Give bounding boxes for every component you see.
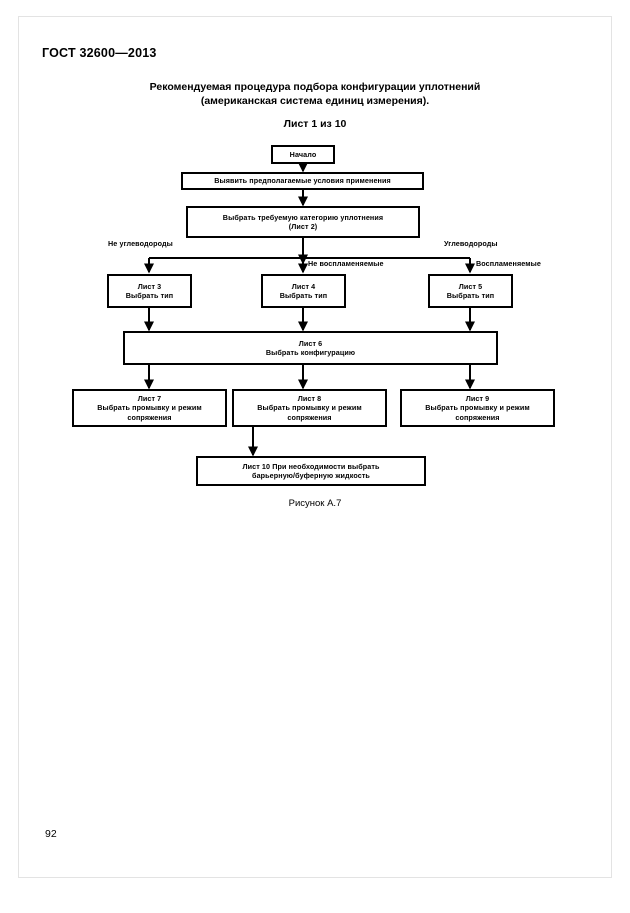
figure-caption: Рисунок А.7 bbox=[288, 498, 342, 509]
node-select-category[interactable]: Выбрать требуемую категорию уплотнения (… bbox=[186, 206, 420, 238]
node-sheet-3[interactable]: Лист 3 Выбрать тип bbox=[107, 274, 192, 308]
node-sheet-9-line-1: Лист 9 bbox=[465, 393, 490, 403]
node-sheet-6-line-1: Лист 6 bbox=[298, 338, 323, 348]
node-sheet-7-line-3: сопряжения bbox=[127, 412, 172, 422]
node-sheet-3-line-1: Лист 3 bbox=[137, 281, 162, 291]
node-sheet-6-line-2: Выбрать конфигурацию bbox=[265, 348, 356, 357]
node-sheet-8[interactable]: Лист 8 Выбрать промывку и режим сопряжен… bbox=[232, 389, 387, 427]
node-start[interactable]: Начало bbox=[271, 145, 335, 164]
figure-title: Рекомендуемая процедура подбора конфигур… bbox=[0, 80, 630, 108]
node-sheet-9-line-3: сопряжения bbox=[455, 412, 500, 422]
page-number: 92 bbox=[45, 828, 57, 840]
node-sheet-10-line-1: Лист 10 При необходимости выбрать bbox=[242, 461, 380, 471]
node-start-label: Начало bbox=[289, 149, 317, 159]
figure-title-line-2: (американская система единиц измерения). bbox=[200, 95, 430, 107]
node-sheet-9[interactable]: Лист 9 Выбрать промывку и режим сопряжен… bbox=[400, 389, 555, 427]
figure-sheet-label: Лист 1 из 10 bbox=[283, 118, 347, 130]
flowchart: Начало Выявить предполагаемые условия пр… bbox=[72, 145, 555, 486]
standard-header: ГОСТ 32600—2013 bbox=[42, 46, 157, 60]
node-sheet-10-line-2: барьерную/буферную жидкость bbox=[252, 471, 370, 480]
node-sheet-4-line-1: Лист 4 bbox=[291, 281, 316, 291]
node-sheet-5-line-1: Лист 5 bbox=[458, 281, 483, 291]
node-sheet-7-line-1: Лист 7 bbox=[137, 393, 162, 403]
node-sheet-8-line-1: Лист 8 bbox=[297, 393, 322, 403]
node-select-category-line-1: Выбрать требуемую категорию уплотнения bbox=[222, 212, 384, 222]
edge-label-non-flammable: Не воспламеняемые bbox=[308, 259, 384, 268]
node-sheet-5-line-2: Выбрать тип bbox=[446, 291, 495, 300]
node-identify-conditions-label: Выявить предполагаемые условия применени… bbox=[214, 176, 391, 186]
node-sheet-6[interactable]: Лист 6 Выбрать конфигурацию bbox=[123, 331, 498, 365]
node-identify-conditions[interactable]: Выявить предполагаемые условия применени… bbox=[181, 172, 424, 190]
edge-label-flammable: Воспламеняемые bbox=[476, 259, 541, 268]
node-select-category-line-2: (Лист 2) bbox=[288, 222, 318, 231]
node-sheet-3-line-2: Выбрать тип bbox=[125, 291, 174, 300]
figure-title-line-1: Рекомендуемая процедура подбора конфигур… bbox=[149, 81, 481, 93]
edge-label-hydrocarbons: Углеводороды bbox=[444, 239, 498, 248]
edge-label-non-hydrocarbons: Не углеводороды bbox=[108, 239, 173, 248]
node-sheet-8-line-3: сопряжения bbox=[287, 412, 332, 422]
node-sheet-10[interactable]: Лист 10 При необходимости выбрать барьер… bbox=[196, 456, 426, 486]
node-sheet-9-line-2: Выбрать промывку и режим bbox=[425, 403, 530, 413]
node-sheet-7-line-2: Выбрать промывку и режим bbox=[97, 403, 202, 413]
node-sheet-7[interactable]: Лист 7 Выбрать промывку и режим сопряжен… bbox=[72, 389, 227, 427]
node-sheet-4[interactable]: Лист 4 Выбрать тип bbox=[261, 274, 346, 308]
node-sheet-5[interactable]: Лист 5 Выбрать тип bbox=[428, 274, 513, 308]
node-sheet-4-line-2: Выбрать тип bbox=[279, 291, 328, 300]
node-sheet-8-line-2: Выбрать промывку и режим bbox=[257, 403, 362, 413]
flowchart-connectors bbox=[144, 162, 475, 457]
